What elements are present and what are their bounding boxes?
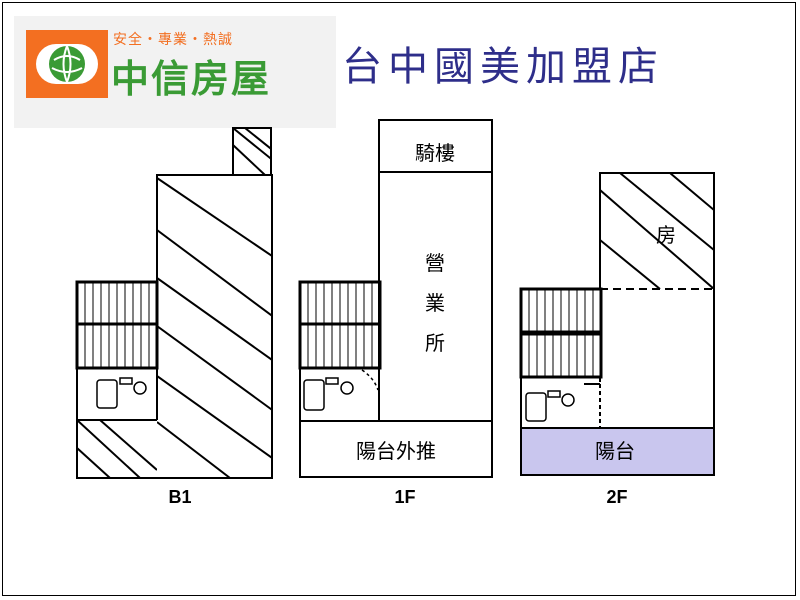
floor-plan-1f: 騎樓 營業所 陽台外推	[298, 119, 493, 478]
floor-label-1f: 1F	[394, 487, 415, 507]
hatch-b1-tower	[233, 128, 271, 175]
stairs-2f	[519, 287, 603, 379]
logo-icon	[26, 30, 108, 98]
floor-label-2f: 2F	[606, 487, 627, 507]
room-label-office: 營業所	[425, 251, 445, 355]
room-label-balcony-extension: 陽台外推	[356, 439, 436, 463]
room-label-office-char: 營	[425, 251, 445, 275]
room-label-office-text: 營業所	[425, 251, 445, 355]
hatch-2f-room	[600, 173, 714, 289]
bathroom-fixtures-2f	[525, 390, 575, 422]
stairs-1f	[298, 280, 382, 370]
bathroom-fixtures-1f	[303, 369, 379, 411]
hatch-b1-bottom	[77, 420, 157, 478]
hatch-b1-main	[157, 177, 272, 478]
room-label-office-char: 業	[425, 291, 445, 315]
room-label-bedroom: 房	[656, 223, 676, 247]
store-title: 台中國美加盟店	[342, 44, 664, 90]
floor-plan-2f: 房 陽台	[519, 172, 715, 476]
walls-b1	[76, 127, 273, 479]
walls-2f	[520, 172, 715, 476]
brand-name: 中信房屋	[111, 57, 272, 101]
walls-1f	[299, 119, 493, 478]
bathroom-fixtures-b1	[96, 377, 147, 409]
floor-plan-b1	[75, 127, 273, 479]
stairs-b1	[75, 280, 159, 370]
room-label-office-char: 所	[425, 331, 445, 355]
brand-slogan: 安全・專業・熱誠	[113, 32, 233, 48]
balcony-fill-2f	[521, 428, 713, 475]
room-label-balcony-2f: 陽台	[595, 439, 635, 463]
room-label-arcade: 騎樓	[415, 141, 455, 165]
floor-label-b1: B1	[168, 487, 191, 507]
